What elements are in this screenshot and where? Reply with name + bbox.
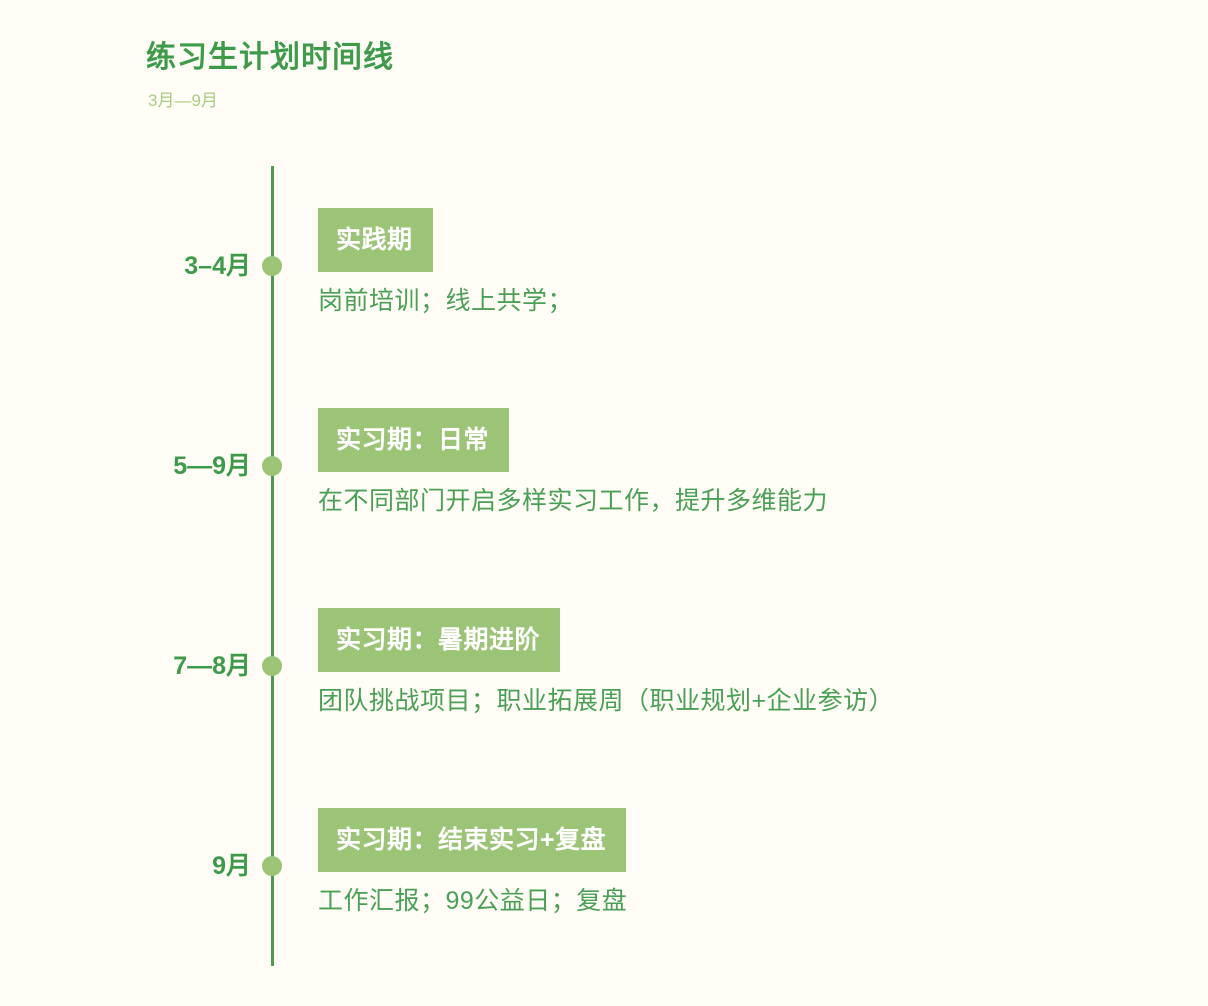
timeline-dot-icon (262, 856, 282, 876)
timeline-period-label: 9月 (212, 852, 251, 880)
timeline-dot-icon (262, 456, 282, 476)
timeline-dot-icon (262, 256, 282, 276)
timeline-entry-body: 实习期：日常 在不同部门开启多样实习工作，提升多维能力 (318, 408, 1178, 518)
timeline-description: 岗前培训；线上共学； (318, 287, 574, 315)
timeline-description: 在不同部门开启多样实习工作，提升多维能力 (318, 487, 829, 515)
page-subtitle: 3月—9月 (148, 91, 218, 110)
timeline-entry-body: 实习期：结束实习+复盘 工作汇报；99公益日；复盘 (318, 808, 1178, 918)
timeline-entry-body: 实习期：暑期进阶 团队挑战项目；职业拓展周（职业规划+企业参访） (318, 608, 1178, 718)
timeline-phase-badge: 实习期：日常 (318, 408, 510, 472)
timeline-phase-badge: 实习期：暑期进阶 (318, 608, 561, 672)
timeline-period-label: 3–4月 (184, 252, 251, 280)
timeline-axis-line (271, 166, 274, 966)
page-title: 练习生计划时间线 (146, 41, 394, 74)
timeline-phase-badge: 实习期：结束实习+复盘 (318, 808, 627, 872)
timeline-dot-icon (262, 656, 282, 676)
timeline-period-label: 5—9月 (173, 452, 251, 480)
timeline-phase-badge: 实践期 (318, 208, 433, 272)
timeline-description: 团队挑战项目；职业拓展周（职业规划+企业参访） (318, 687, 895, 715)
timeline-period-label: 7—8月 (173, 652, 251, 680)
page-header: 练习生计划时间线 3月—9月 (146, 38, 394, 114)
timeline-entry-body: 实践期 岗前培训；线上共学； (318, 208, 1178, 318)
timeline-description: 工作汇报；99公益日；复盘 (318, 887, 628, 915)
